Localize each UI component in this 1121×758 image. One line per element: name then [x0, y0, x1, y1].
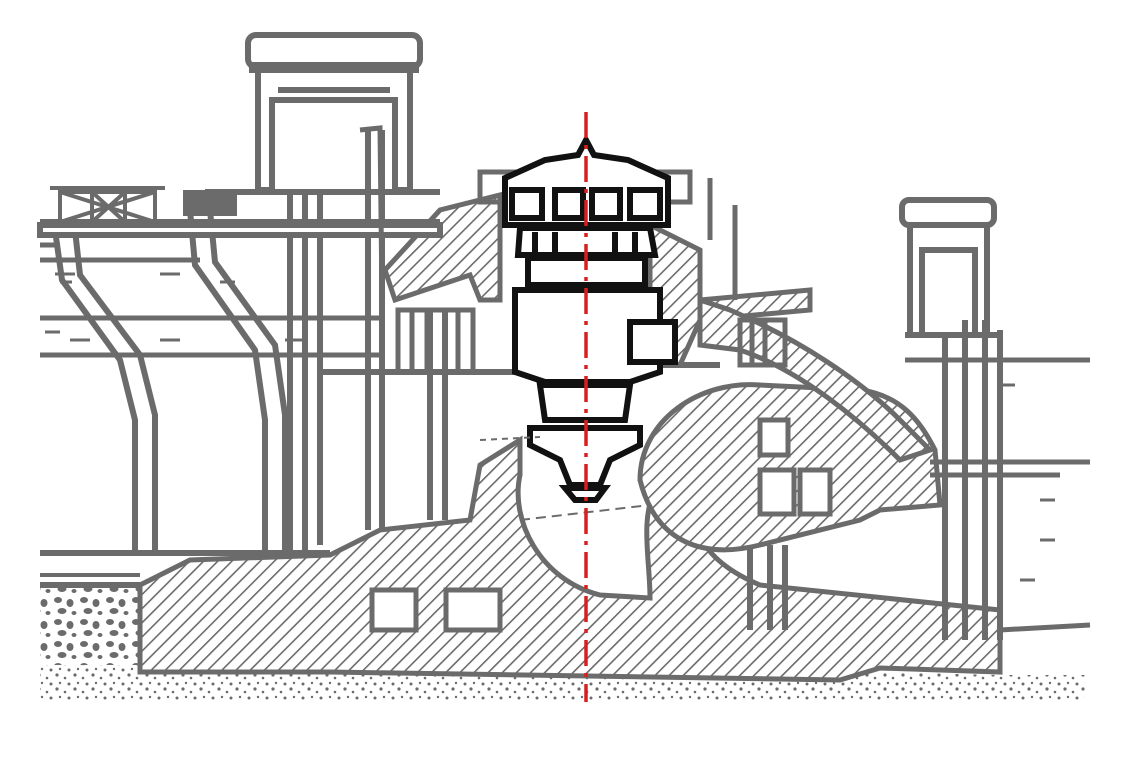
gantry-crane-large	[245, 32, 423, 193]
piers	[287, 130, 1003, 640]
gallery-openings	[369, 417, 833, 633]
spiral-case-block	[382, 191, 503, 304]
gantry-crane-small	[899, 197, 997, 338]
truss-cranes	[50, 186, 237, 224]
intake-penstocks	[52, 209, 288, 555]
draft-tube	[637, 382, 943, 553]
turbine-generator-unit	[502, 133, 678, 503]
headwater-lines	[40, 242, 1091, 633]
outlet-channel	[697, 296, 935, 463]
